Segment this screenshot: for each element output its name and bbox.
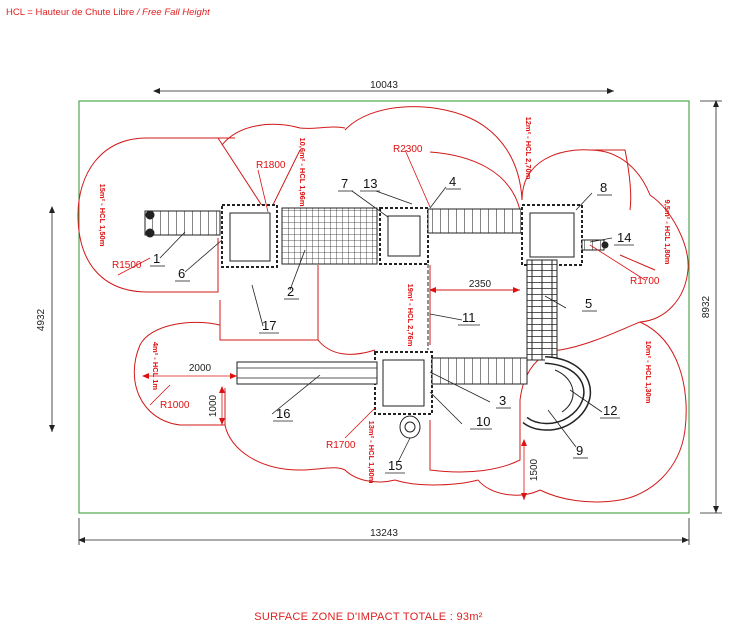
impact-zones: [77, 106, 689, 503]
dimension-lines: [49, 88, 722, 545]
component-label-17: 17: [262, 318, 276, 333]
component-10-deck: [374, 351, 433, 415]
component-1-bridge: [144, 210, 221, 236]
component-4-bridge: [427, 208, 524, 234]
component-label-1: 1: [153, 251, 160, 266]
dim-top-width: 10043: [370, 80, 398, 91]
total-impact-surface: SURFACE ZONE D'IMPACT TOTALE : 93m²: [254, 611, 483, 623]
hcl-lower-mid: 13m² - HCL 1,80m: [367, 421, 376, 484]
component-label-2: 2: [287, 284, 294, 299]
component-label-11: 11: [462, 310, 476, 325]
legend-english: / Free Fall Height: [136, 7, 210, 18]
component-label-10: 10: [476, 414, 490, 429]
component-16-slide: [236, 361, 378, 385]
legend-french: HCL = Hauteur de Chute Libre: [6, 7, 135, 18]
hcl-top: 12m² - HCL 2,70m: [524, 117, 533, 180]
radius-r1700-bottom: R1700: [326, 440, 356, 451]
radius-lines: [117, 149, 646, 500]
number-underlines: [150, 188, 634, 474]
component-label-6: 6: [178, 266, 185, 281]
site-boundary: [78, 100, 690, 514]
play-structure: [144, 204, 609, 439]
component-number-labels: 1 2 3 4 5 6 7 8 9 10 11 12 13 14 15 16 1…: [153, 174, 631, 473]
component-label-5: 5: [585, 296, 592, 311]
component-2-net: [281, 207, 378, 265]
radius-r1700-right: R1700: [630, 276, 660, 287]
dim-2000: 2000: [189, 363, 212, 374]
leader-lines: [159, 186, 613, 463]
dim-1500: 1500: [529, 458, 540, 481]
radius-r2300: R2300: [393, 144, 423, 155]
component-label-15: 15: [388, 458, 402, 473]
dim-2350: 2350: [469, 279, 492, 290]
component-label-14: 14: [617, 230, 631, 245]
component-label-12: 12: [603, 403, 617, 418]
dim-1000: 1000: [208, 394, 219, 417]
dim-right-height: 8932: [701, 295, 712, 318]
hcl-top-mid: 10,6m² - HCL 1,96m: [298, 137, 307, 206]
component-8-deck: [521, 204, 583, 266]
hcl-lower-right: 10m² - HCL 1,30m: [644, 341, 653, 404]
component-label-4: 4: [449, 174, 456, 189]
component-label-16: 16: [276, 406, 290, 421]
component-3-bridge: [431, 357, 528, 385]
hcl-lower-left: 4m² - HCL 1m: [151, 342, 160, 391]
component-label-9: 9: [576, 443, 583, 458]
hcl-center: 19m² - HCL 2,76m: [406, 284, 415, 347]
dim-bottom-width: 13243: [370, 528, 398, 539]
legend-header: HCL = Hauteur de Chute Libre / Free Fall…: [6, 7, 210, 18]
radius-r1500: R1500: [112, 260, 142, 271]
component-15-pole: [399, 415, 421, 439]
component-label-7: 7: [341, 176, 348, 191]
component-label-8: 8: [600, 180, 607, 195]
hcl-left: 15m² - HCL 1,50m: [98, 184, 107, 247]
radius-r1800: R1800: [256, 160, 286, 171]
hcl-right: 9,5m² - HCL 1,80m: [663, 200, 672, 265]
radius-r1000: R1000: [160, 400, 190, 411]
dim-left-height: 4932: [36, 308, 47, 331]
component-6-deck: [221, 204, 278, 268]
component-label-3: 3: [499, 393, 506, 408]
component-label-13: 13: [363, 176, 377, 191]
